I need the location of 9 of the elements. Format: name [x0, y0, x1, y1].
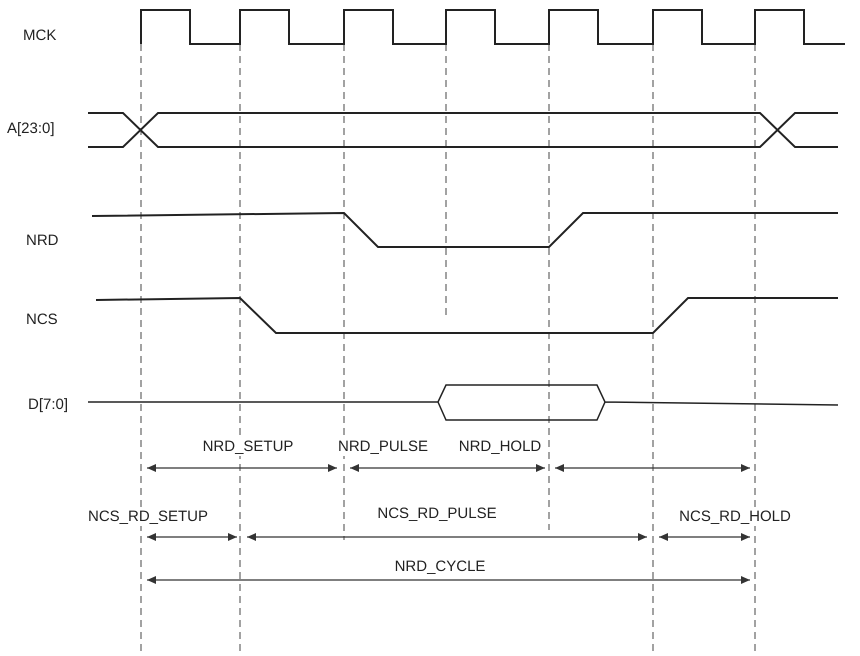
signal-name: D[7:0] [27, 396, 70, 414]
signal-name: A[23:0] [6, 120, 56, 138]
timing-label: NRD_PULSE [336, 438, 430, 456]
timing-label: NRD_SETUP [202, 438, 294, 456]
timing-label: NCS_RD_PULSE [376, 505, 498, 523]
timing-label: NCS_RD_HOLD [678, 508, 792, 526]
timing-label: NRD_CYCLE [394, 558, 486, 576]
timing-label: NRD_HOLD [458, 438, 542, 456]
timing-label: NCS_RD_SETUP [86, 508, 210, 526]
